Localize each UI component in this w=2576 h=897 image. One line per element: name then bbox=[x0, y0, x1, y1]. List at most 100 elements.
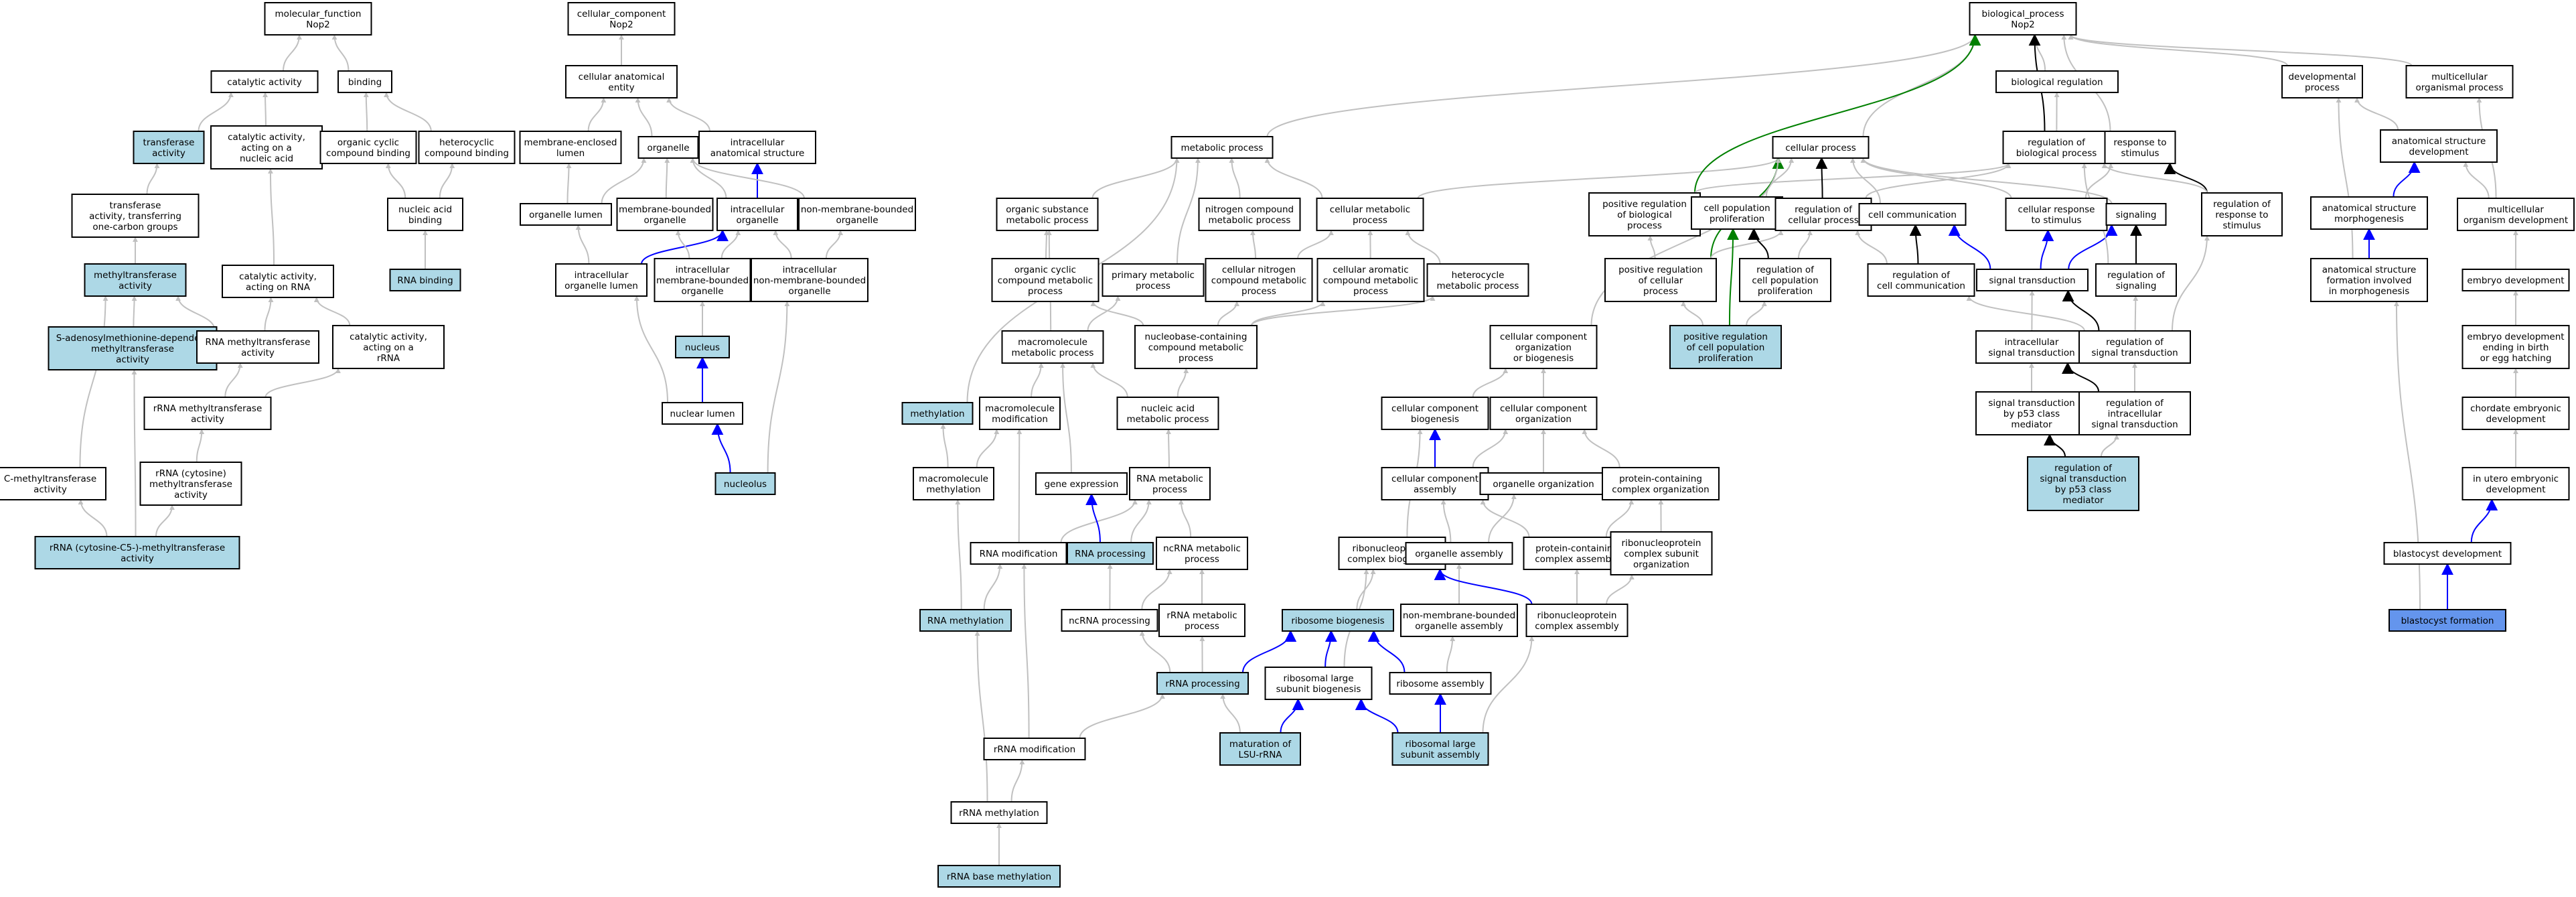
edge-intraorg-to-organelle bbox=[690, 157, 727, 199]
go-term-box bbox=[1205, 258, 1313, 302]
edge-transferase-to-cat bbox=[198, 92, 234, 132]
go-term-label-line: signal transduction bbox=[1989, 275, 2075, 286]
go-term-box bbox=[2310, 258, 2428, 302]
edge-devproc-to-bp bbox=[2068, 34, 2288, 66]
go-term-box bbox=[675, 336, 730, 358]
edge-rnpassembly-to-rnpsubunitorg bbox=[1606, 574, 1635, 605]
go-term-label-line: multicellular bbox=[2488, 204, 2544, 215]
edge-macromethyl-to-methylation bbox=[940, 423, 949, 468]
go-term-label-line: process bbox=[1643, 286, 1678, 297]
go-term-label-line: organelle organization bbox=[1493, 479, 1594, 490]
go-term-signaling: signaling bbox=[2105, 203, 2167, 226]
go-term-label-line: activity bbox=[121, 553, 154, 564]
edge-proteincomplexassembly-to-proteincomplexorg bbox=[1605, 499, 1635, 538]
edge-orglumen-to-organelle bbox=[601, 157, 647, 204]
go-term-box bbox=[567, 2, 676, 36]
go-term-label-line: LSU-rRNA bbox=[1238, 750, 1282, 760]
go-term-label-line: transferase bbox=[110, 200, 161, 211]
go-term-label-line: proliferation bbox=[1710, 214, 1764, 224]
edge-rrnac5-to-sam bbox=[131, 369, 137, 537]
go-term-box bbox=[1170, 136, 1274, 159]
go-term-label: nuclear lumen bbox=[670, 409, 735, 419]
edge-rrnamt-to-catrrna bbox=[264, 368, 341, 398]
go-term-label-line: metabolic process bbox=[1012, 348, 1094, 358]
go-term-box bbox=[970, 542, 1067, 565]
go-term-label-line: by p53 class bbox=[2055, 484, 2111, 495]
go-term-box bbox=[1479, 472, 1608, 495]
edge-ncrnametab-to-rnametab bbox=[1178, 499, 1192, 538]
edge-macromethyl-to-macromod bbox=[976, 429, 1000, 468]
go-term-box bbox=[2201, 192, 2283, 236]
go-term-label-line: rRNA base methylation bbox=[947, 872, 1051, 882]
go-term-label-line: anatomical structure bbox=[710, 148, 805, 159]
go-term-label-line: ribosome biogenesis bbox=[1291, 616, 1384, 626]
edge-regcellprolif-to-cellprolif bbox=[1748, 228, 1769, 259]
edge-rrnamethyl-to-rnamethylation bbox=[974, 630, 988, 803]
edge-catrrna-to-catrna bbox=[313, 297, 351, 326]
go-term-label-line: cellular response bbox=[2018, 204, 2095, 215]
go-term-box bbox=[637, 136, 699, 159]
go-term-label-line: metabolic process bbox=[1006, 215, 1089, 226]
go-term-box bbox=[1102, 263, 1205, 297]
go-term-label-line: signal transduction bbox=[1988, 348, 2074, 358]
go-term-label: binding bbox=[348, 77, 382, 88]
go-term-label-line: organelle assembly bbox=[1415, 549, 1503, 559]
go-term-label-line: methyltransferase bbox=[149, 479, 232, 490]
go-term-label-line: ribonucleoprotein bbox=[1537, 610, 1617, 621]
go-term-label-line: catalytic activity, bbox=[228, 132, 305, 143]
edge-rnaproc-to-rnametab bbox=[1130, 499, 1152, 543]
go-term-box bbox=[2389, 609, 2506, 632]
go-term-label: embryo development bbox=[2467, 275, 2564, 286]
go-term-label-line: regulation of bbox=[2028, 137, 2086, 148]
go-term-label-line: membrane-enclosed bbox=[524, 137, 617, 148]
go-term-label-line: binding bbox=[408, 215, 442, 226]
go-term-label-line: RNA processing bbox=[1075, 549, 1146, 559]
go-term-box bbox=[991, 258, 1100, 302]
go-term-label-line: embryo development bbox=[2467, 275, 2564, 286]
go-term-box bbox=[996, 198, 1099, 231]
edge-cellresp-to-cellproc bbox=[1860, 157, 2012, 199]
edge-regintrasig-to-intrasig bbox=[2061, 362, 2100, 393]
go-term-label-line: ribosome assembly bbox=[1396, 679, 1484, 689]
edge-regsigp53-to-sigp53 bbox=[2043, 433, 2066, 458]
go-term-label-line: activity bbox=[119, 281, 152, 291]
go-term-label-line: acting on RNA bbox=[246, 282, 311, 293]
go-term-label-line: rRNA methyltransferase bbox=[153, 403, 262, 414]
go-term-label-line: cellular_component bbox=[577, 9, 666, 19]
edge-rnamod-to-rnametab bbox=[1060, 499, 1138, 543]
go-term-label-line: primary metabolic bbox=[1112, 270, 1195, 281]
go-term-label-line: activity bbox=[116, 354, 149, 365]
go-term-label-line: complex assembly bbox=[1535, 621, 1619, 632]
go-term-label-line: protein-containing bbox=[1535, 543, 1618, 554]
edge-nucleicmetab-to-nucleobase bbox=[1177, 368, 1189, 398]
edge-intraorglumen-to-intraorg bbox=[641, 229, 729, 265]
go-term-box bbox=[1158, 604, 1245, 637]
edge-rrnac5-to-rrnacyt bbox=[155, 504, 175, 537]
edge-nucleolus-to-intrannonmemb bbox=[767, 301, 790, 474]
go-term-label-line: intracellular bbox=[783, 265, 837, 275]
go-term-ncrnaproc: ncRNA processing bbox=[1061, 609, 1158, 632]
